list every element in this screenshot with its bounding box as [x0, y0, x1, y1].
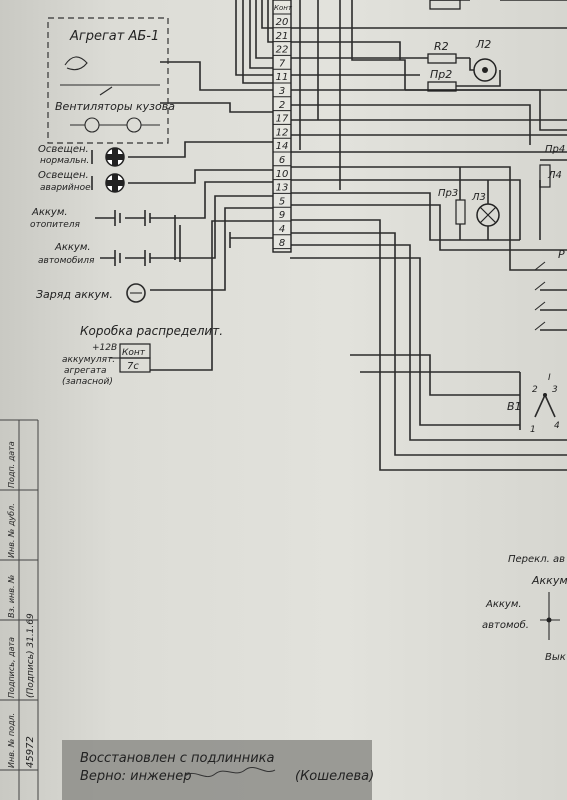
- akk-heater-label-1: Аккум.: [31, 207, 68, 218]
- left-wires: [128, 61, 273, 371]
- fan-icon-1: [84, 117, 100, 133]
- vyk-label: Вык: [545, 652, 566, 663]
- restored-line2: Верно: инженер: [80, 769, 192, 784]
- terminal-number: 8: [279, 238, 285, 249]
- relay-r-label: Р: [558, 248, 565, 261]
- terminal-number: 4: [279, 224, 285, 235]
- resistor-r2: [405, 53, 470, 64]
- v1-label: В1: [507, 400, 522, 413]
- restoration-stamp-bg: [62, 740, 372, 800]
- terminal-number: 2: [279, 100, 285, 111]
- terminal-number: 5: [279, 196, 285, 207]
- terminal-number: 12: [276, 127, 289, 138]
- terminal-header: Конт: [274, 4, 293, 12]
- generator-symbol: [64, 56, 88, 71]
- terminal-number: 11: [276, 72, 289, 83]
- stamp-col-5: Подп. дата: [7, 441, 16, 488]
- fuse-top: [429, 0, 461, 10]
- lamp-emergency: [91, 173, 125, 193]
- fuse-pr3: [455, 199, 466, 225]
- terminal-number: 17: [276, 114, 289, 125]
- akk-agregat-label-1: аккумулят.: [62, 355, 115, 365]
- signature-name: (Кошелева): [295, 769, 374, 784]
- akk-car-label-1: Аккум.: [54, 242, 91, 253]
- terminal-number: 7: [279, 58, 286, 69]
- l3-label: Л3: [471, 192, 486, 203]
- stamp-col-2: Подпись, дата: [7, 637, 16, 698]
- light-normal-label-1: Освещен.: [38, 144, 89, 155]
- r2-label: R2: [434, 40, 449, 53]
- lamp-normal: [91, 147, 125, 167]
- pin-7c-label: 7с: [127, 361, 139, 372]
- terminal-block: Конт 20 21 22 7 11 3 2 17 12 14 6 10 13 5 9 4 8: [272, 0, 293, 253]
- battery-heater: [95, 210, 160, 226]
- margin-stamp: [0, 419, 39, 800]
- ventilators-label: Вентиляторы кузова: [55, 100, 175, 113]
- akkum-avtomob-label-2: автомоб.: [482, 619, 529, 631]
- right-wires: [290, 0, 567, 471]
- sw-pin-2: 2: [532, 385, 538, 395]
- stamp-col-3: Вз. инв. №: [7, 575, 16, 618]
- terminal-number: 3: [279, 86, 285, 97]
- akkum-avtomob-label-1: Аккум.: [485, 599, 522, 610]
- terminal-number: 14: [276, 141, 289, 152]
- light-normal-label-2: нормальн.: [40, 156, 89, 166]
- light-emergency-label-1: Освещен.: [38, 170, 89, 181]
- restored-line1: Восстановлен с подлинника: [80, 751, 275, 766]
- perekl-label: Перекл. ав: [508, 554, 565, 565]
- charge-indicator-icon: [126, 283, 146, 303]
- plus-label: +12В: [92, 343, 117, 353]
- pr2-label: Пр2: [430, 68, 452, 81]
- fan-icon-2: [126, 117, 142, 133]
- terminal-number: 22: [276, 45, 289, 56]
- sw-pin-1: 1: [530, 425, 536, 435]
- pin-7c-box: [119, 357, 151, 373]
- stamp-col-1: Инв. № подл.: [7, 713, 16, 768]
- switch-position-icon: [540, 592, 560, 640]
- switch-v1: [519, 372, 556, 430]
- terminal-number: 21: [276, 31, 289, 42]
- sw-pin-3: 3: [552, 385, 558, 395]
- light-emergency-label-2: аварийное: [40, 183, 91, 193]
- agregat-label: Агрегат АБ-1: [69, 29, 159, 44]
- terminal-number: 9: [279, 210, 285, 221]
- terminal-number: 20: [276, 17, 289, 28]
- fuse-pr4: [539, 164, 551, 188]
- terminal-number: 10: [276, 169, 289, 180]
- box-title: Коробка распределит.: [80, 324, 223, 338]
- pr3-label: Пр3: [438, 188, 458, 199]
- pr4-label: Пр4: [545, 144, 565, 155]
- akkum-label: Аккум.: [531, 574, 567, 587]
- terminal-number: 6: [279, 155, 285, 166]
- sw-pin-I: I: [548, 373, 551, 383]
- kont-label: Конт: [122, 348, 146, 358]
- sw-pin-4: 4: [554, 421, 560, 431]
- stamp-col-4: Инв. № дубл.: [7, 503, 16, 558]
- akk-agregat-label-3: (запасной): [62, 377, 113, 387]
- l2-label: Л2: [475, 38, 491, 51]
- stamp-value-sign: (Подпись) 31.1.69: [26, 613, 36, 698]
- signature-scribble: [184, 766, 276, 778]
- agregat-box: [47, 17, 169, 144]
- stamp-value-inv: 45972: [25, 736, 36, 768]
- terminal-number: 13: [276, 183, 289, 194]
- battery-car: [100, 250, 160, 266]
- akk-car-label-2: автомобиля: [38, 256, 95, 266]
- akk-heater-label-2: отопителя: [30, 220, 81, 230]
- akk-agregat-label-2: агрегата: [64, 366, 107, 376]
- l4-label: Л4: [547, 170, 562, 181]
- charge-label: Заряд аккум.: [36, 288, 113, 301]
